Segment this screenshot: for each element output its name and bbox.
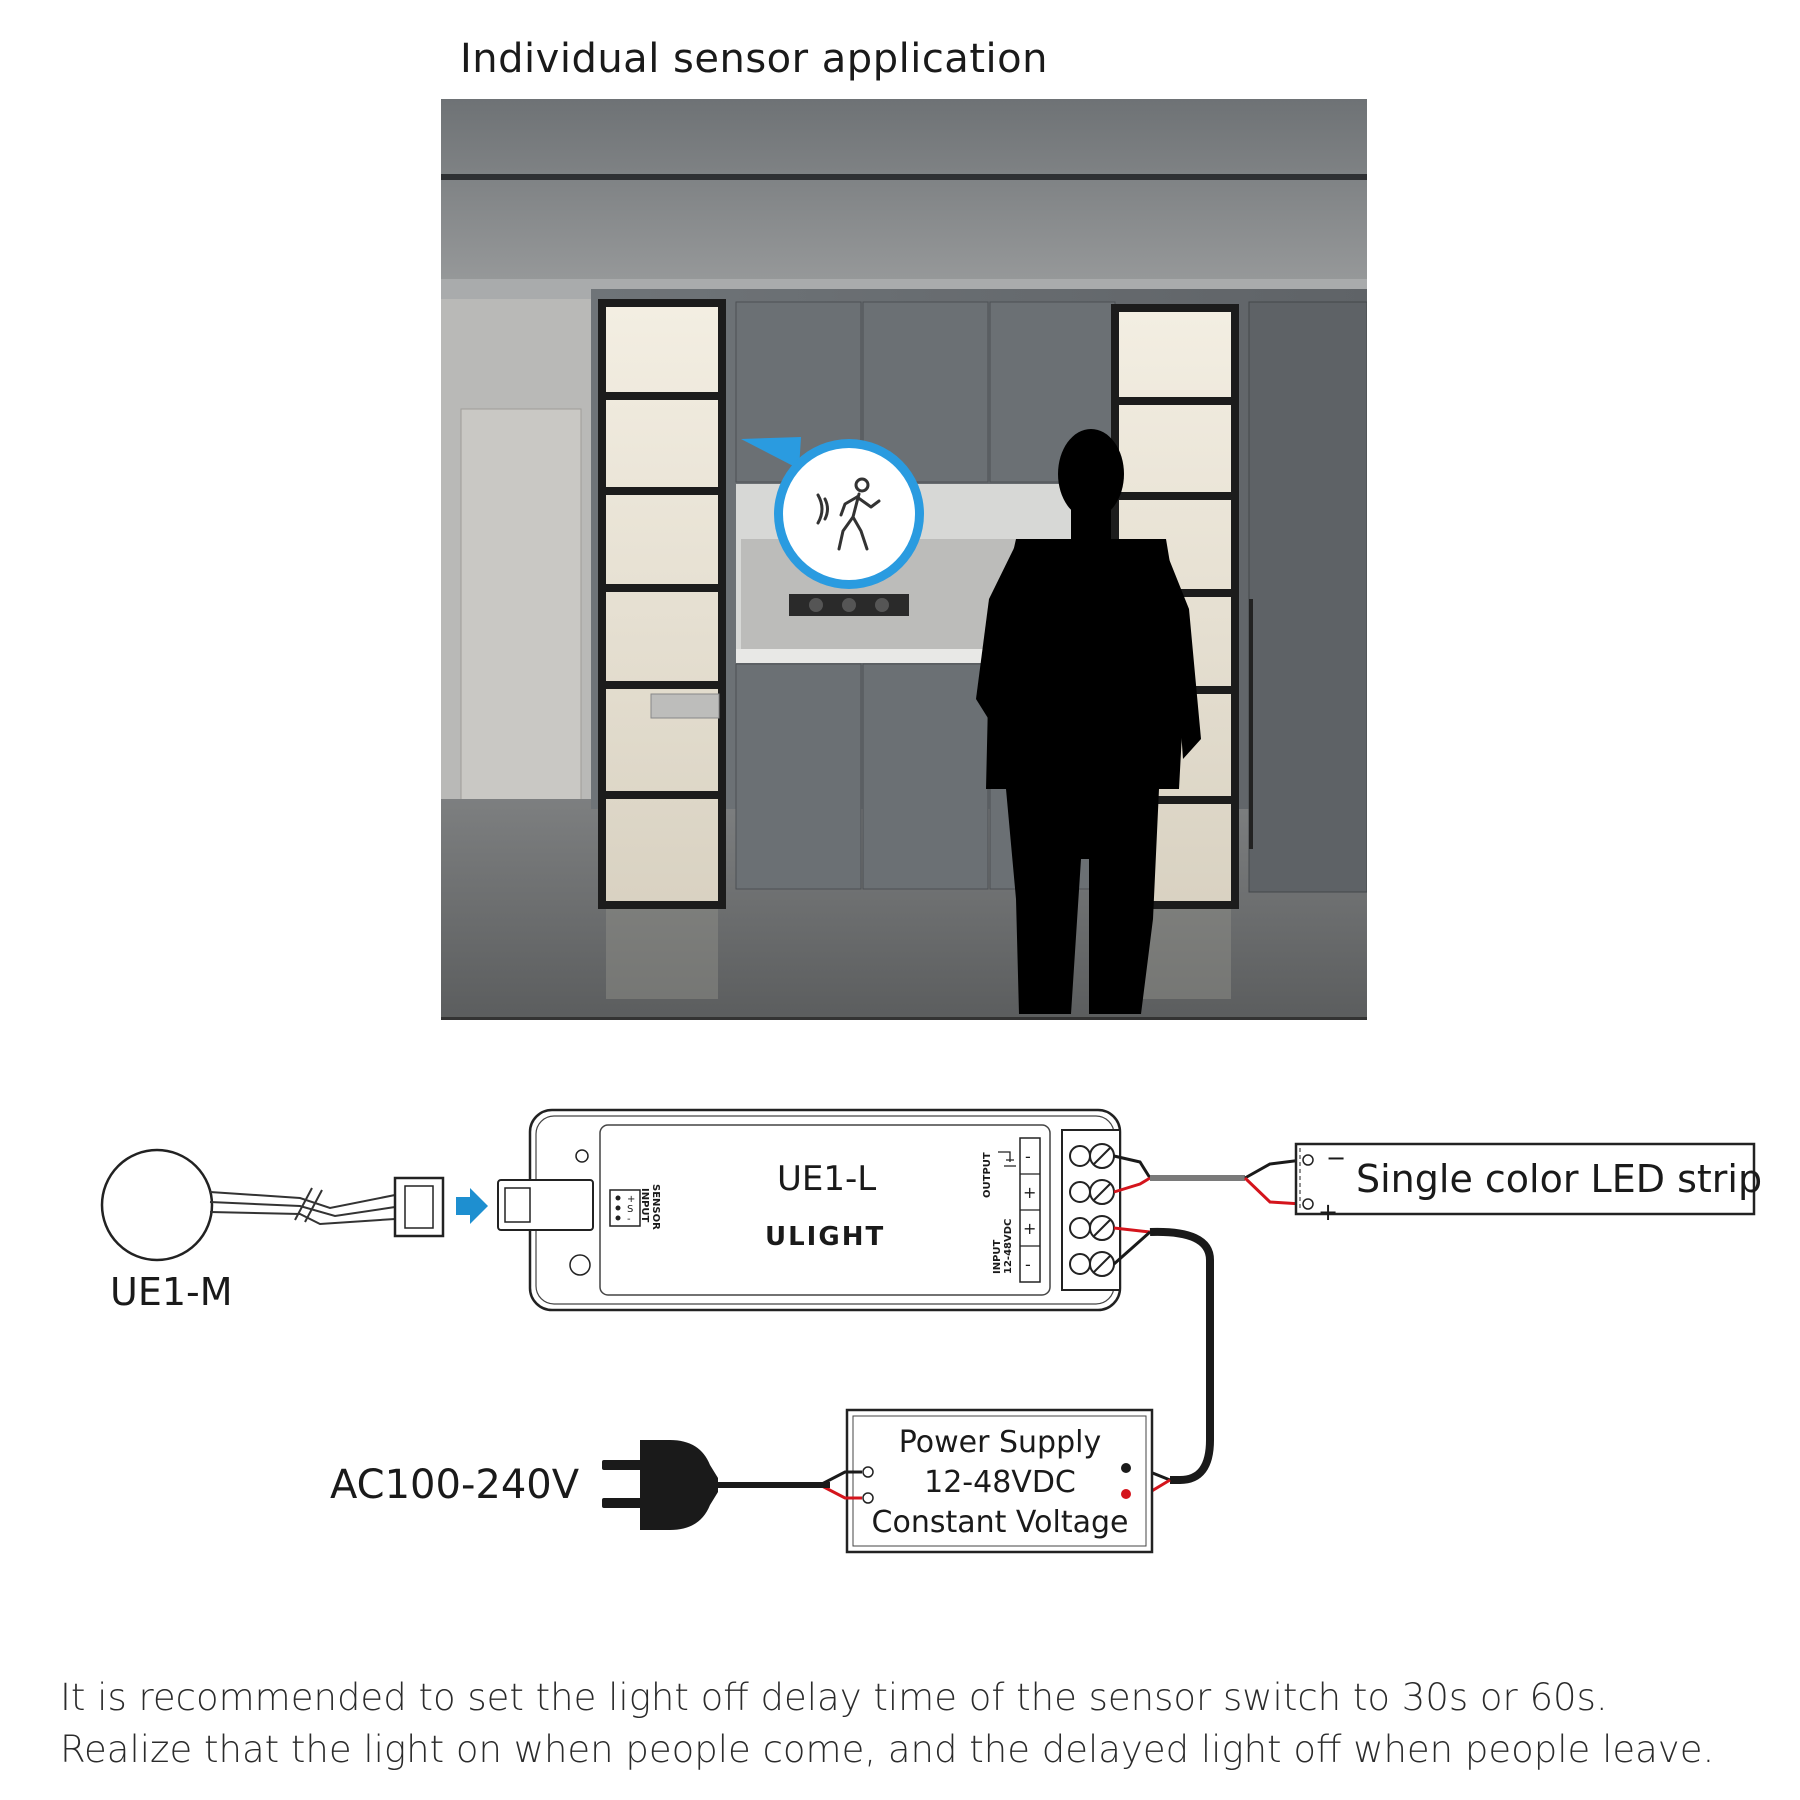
led-minus-label: −	[1326, 1144, 1346, 1172]
note-line-1: It is recommended to set the light off d…	[60, 1676, 1608, 1719]
sensor-cable	[209, 1187, 396, 1226]
power-supply-title: Power Supply	[899, 1425, 1101, 1460]
power-supply-type: Constant Voltage	[872, 1505, 1129, 1540]
output-label: OUTPUT	[982, 1152, 993, 1198]
ac-voltage-label: AC100-240V	[330, 1462, 580, 1508]
blue-arrow-icon	[456, 1188, 488, 1224]
terminal-sign-1: -	[1025, 1147, 1031, 1166]
sensor-input-label: SENSOR	[650, 1184, 661, 1230]
wiring-diagram: UE1-M + S - SENSOR INPUT UE1-L ULIGHT OU…	[0, 1080, 1800, 1600]
page-title: Individual sensor application	[460, 36, 1048, 82]
led-strip-box	[1294, 1142, 1756, 1216]
input-voltage-label: 12-48VDC	[1003, 1219, 1014, 1274]
motion-sensor-person-icon	[816, 477, 881, 551]
recommendation-notes: It is recommended to set the light off d…	[60, 1672, 1714, 1776]
led-strip-label: Single color LED strip	[1356, 1157, 1762, 1201]
pin-s-label: S	[627, 1204, 633, 1215]
pin-minus-label: -	[627, 1214, 631, 1225]
sensor-plug	[393, 1176, 445, 1238]
terminal-sign-2: +	[1023, 1183, 1036, 1202]
pin-plus-label: +	[627, 1194, 635, 1205]
power-supply-voltage: 12-48VDC	[924, 1465, 1076, 1500]
note-line-2: Realize that the light on when people co…	[60, 1728, 1715, 1771]
sensor-label: UE1-M	[110, 1270, 233, 1314]
controller-model: UE1-L	[777, 1159, 876, 1199]
person-silhouette	[976, 429, 1201, 1014]
sensor-input-label-2: INPUT	[639, 1188, 650, 1223]
led-plus-label: +	[1318, 1198, 1338, 1226]
power-supply-box	[845, 1408, 1154, 1554]
sensor-disc	[100, 1148, 214, 1262]
ac-plug-icon	[602, 1440, 718, 1530]
input-label: INPUT	[992, 1239, 1003, 1274]
application-photo	[441, 99, 1367, 1020]
terminal-sign-4: -	[1025, 1255, 1031, 1274]
brand-logo: ULIGHT	[765, 1222, 885, 1252]
terminal-sign-3: +	[1023, 1219, 1036, 1238]
